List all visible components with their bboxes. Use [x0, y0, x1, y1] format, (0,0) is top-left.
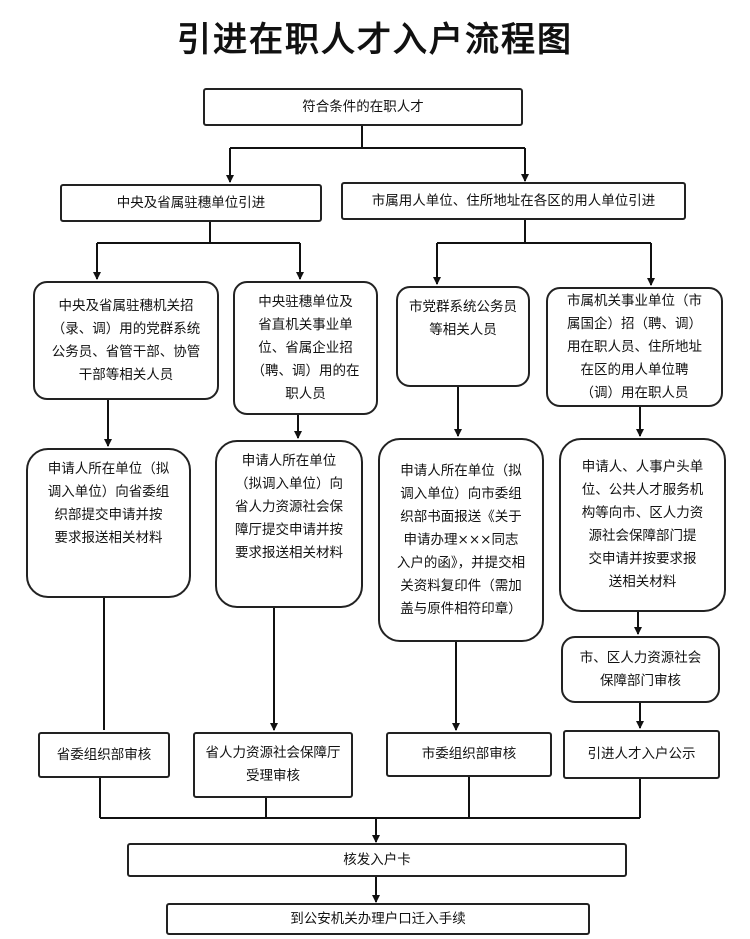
node-start: 符合条件的在职人才: [203, 88, 523, 126]
node-review-city-district-hr: 市、区人力资源社会 保障部门审核: [561, 636, 720, 703]
node-review-provincial-org: 省委组织部审核: [38, 732, 170, 778]
node-publicity: 引进人才入户公示: [563, 730, 720, 779]
node-apply-city-hr: 申请人、人事户头单 位、公共人才服务机 构等向市、区人力资 源社会保障部门提 交…: [559, 438, 726, 612]
node-review-provincial-hr: 省人力资源社会保障厅 受理审核: [193, 732, 353, 798]
node-category-city-party: 市党群系统公务员 等相关人员: [396, 286, 530, 387]
node-category-city-units: 市属机关事业单位（市 属国企）招（聘、调） 用在职人员、住所地址 在区的用人单位…: [546, 287, 723, 407]
node-apply-city-org: 申请人所在单位（拟 调入单位）向市委组 织部书面报送《关于 申请办理×××同志 …: [378, 438, 544, 642]
node-category-provincial-units: 中央驻穗单位及 省直机关事业单 位、省属企业招 （聘、调）用的在 职人员: [233, 281, 378, 415]
page-title: 引进在职人才入户流程图: [177, 20, 573, 60]
node-issue-card: 核发入户卡: [127, 843, 627, 877]
node-review-city-org: 市委组织部审核: [386, 732, 552, 777]
node-final: 到公安机关办理户口迁入手续: [166, 903, 590, 935]
node-branch-left: 中央及省属驻穗单位引进: [60, 184, 322, 222]
node-apply-provincial-org: 申请人所在单位（拟 调入单位）向省委组 织部提交申请并按 要求报送相关材料: [26, 448, 191, 598]
node-apply-provincial-hr: 申请人所在单位 （拟调入单位）向 省人力资源社会保 障厅提交申请并按 要求报送相…: [215, 440, 363, 608]
node-branch-right: 市属用人单位、住所地址在各区的用人单位引进: [341, 182, 686, 220]
node-category-provincial-cadres: 中央及省属驻穗机关招 （录、调）用的党群系统 公务员、省管干部、协管 干部等相关…: [33, 281, 219, 400]
